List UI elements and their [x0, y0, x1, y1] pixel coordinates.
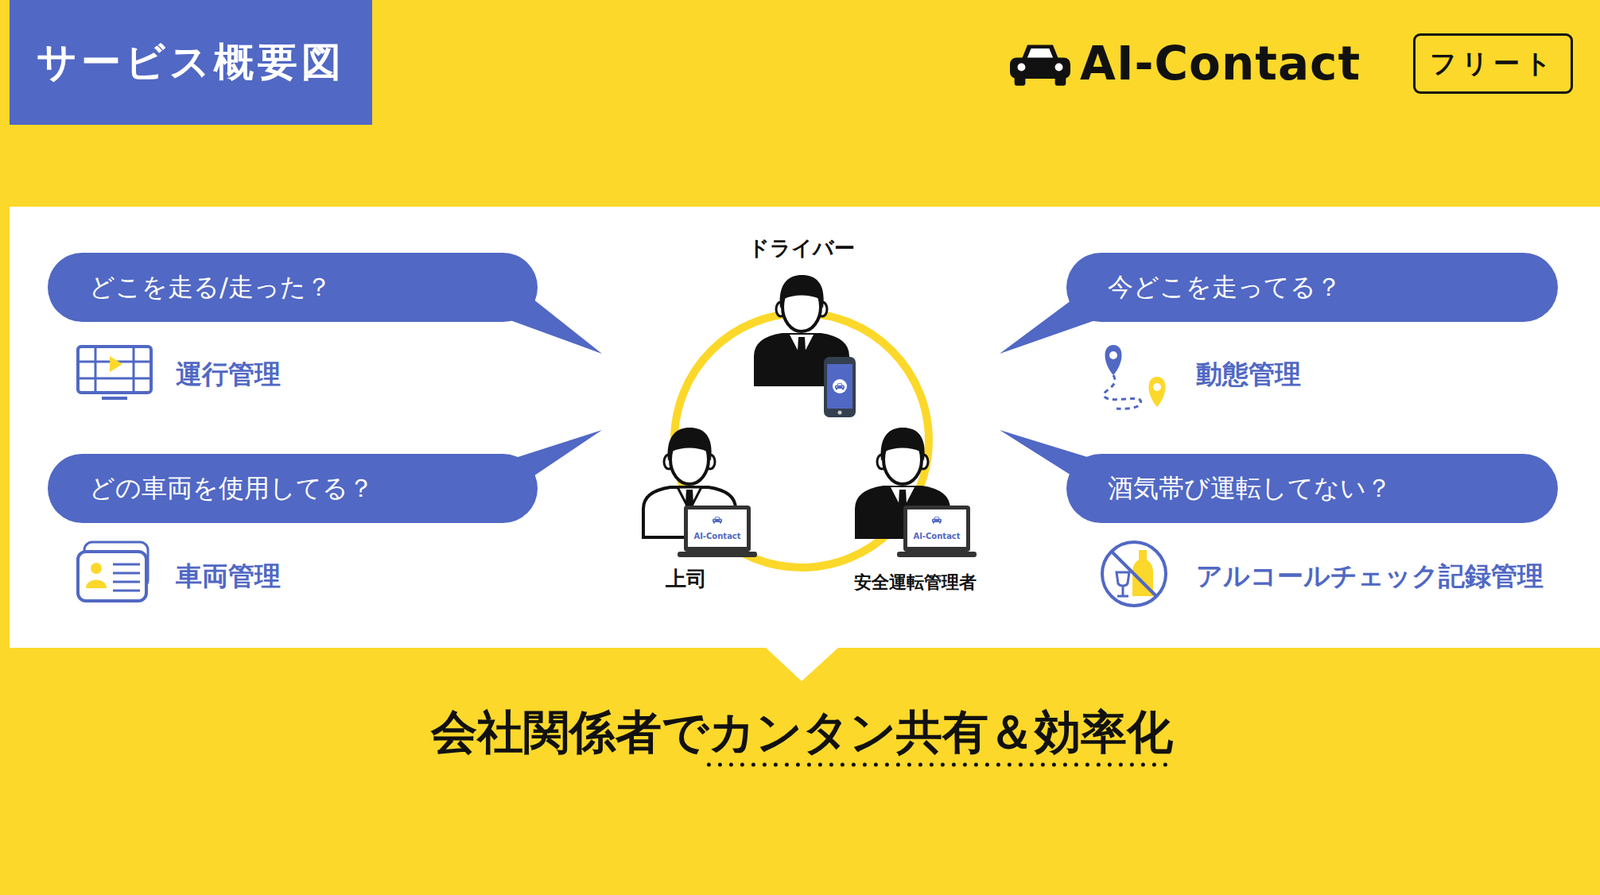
car-wheel [713, 521, 715, 524]
feature-name: 運行管理 [175, 358, 281, 391]
car-light [842, 386, 844, 389]
node-text: フリート [1429, 46, 1557, 82]
plan-badge: フリート [1413, 33, 1573, 94]
laptop-lid [683, 505, 751, 552]
pin-hole [1109, 351, 1118, 360]
monitor-stand [101, 396, 128, 400]
map-grid [94, 348, 98, 392]
car-wheel [835, 388, 838, 390]
hair [881, 427, 925, 462]
question-bubble: 酒気帯び運転してない？ [1066, 454, 1558, 524]
vehicle-icon [77, 542, 148, 602]
position-arrow [109, 356, 123, 373]
question-bubble: どの車両を使用してる？ [47, 454, 538, 524]
hair [667, 427, 712, 462]
phone [823, 357, 856, 418]
node-text: 酒気帯び運転してない？ [1107, 471, 1392, 507]
laptop-screen [907, 509, 967, 548]
car-icon [1009, 44, 1071, 86]
car-light [1055, 63, 1064, 72]
car-wheel [719, 521, 722, 524]
dotted-underline [708, 763, 1169, 768]
white-band [9, 206, 1600, 649]
laptop [897, 505, 977, 558]
laptop-base [677, 551, 758, 558]
screen-logo: AI-Contact [912, 532, 960, 542]
feature-name: 車両管理 [175, 560, 281, 593]
operation-icon [77, 346, 152, 399]
car-light [714, 520, 716, 522]
car-wheel [1055, 73, 1067, 86]
phone-screen [827, 364, 853, 409]
screen-logo: AI-Contact [693, 532, 741, 542]
question-bubble: どこを走る/走った？ [47, 252, 538, 323]
car-light [939, 520, 941, 522]
card-line [112, 563, 140, 567]
laptop-lid [903, 505, 971, 552]
card-line [112, 581, 140, 584]
phone-button [838, 411, 843, 416]
role-name: ドライバー [748, 236, 855, 261]
caption: 会社関係者でカンタン共有＆効率化 [431, 704, 1173, 761]
car-window [837, 384, 842, 386]
title: サービス概要図 [36, 35, 346, 90]
pin-body [1105, 345, 1123, 376]
card [77, 551, 147, 602]
map-grid [79, 377, 150, 381]
card-line [112, 590, 140, 593]
laptop-base [897, 551, 977, 558]
monitor [77, 346, 152, 393]
role-name: 上司 [665, 566, 707, 592]
prohibition-slash [1111, 551, 1157, 597]
person-figure [856, 427, 949, 538]
car-window [1026, 48, 1053, 59]
car-icon [834, 383, 845, 390]
laptop-screen [687, 509, 747, 548]
card-line [112, 572, 140, 575]
pin-hole [1153, 383, 1162, 392]
map-grid [132, 348, 136, 392]
car-window [934, 517, 939, 520]
node-text: どの車両を使用してる？ [89, 471, 374, 507]
pin-body [1149, 376, 1166, 408]
car-wheel [842, 388, 844, 390]
car-icon [932, 516, 942, 524]
band-notch [765, 647, 839, 682]
node-text: 今どこを走ってる？ [1107, 270, 1342, 306]
tie [796, 337, 807, 371]
map-pin [1149, 376, 1166, 408]
map-pin [1105, 345, 1123, 376]
tracking-icon [1103, 345, 1166, 409]
feature-name: アルコールチェック記録管理 [1196, 560, 1544, 593]
feature-name: 動態管理 [1196, 358, 1301, 391]
car-light [933, 520, 936, 522]
car-wheel [932, 521, 935, 524]
car-light [719, 520, 722, 522]
card-body [85, 580, 107, 590]
node-text: どこを走る/走った？ [89, 270, 332, 306]
role-name: 安全運転管理者 [854, 572, 977, 594]
car-light [1017, 63, 1026, 72]
alcohol-icon [1102, 542, 1166, 606]
prohibition-circle [1102, 542, 1166, 606]
hair [780, 275, 824, 309]
glass [1116, 572, 1130, 597]
car-wheel [939, 521, 941, 524]
car-window [714, 517, 719, 520]
phone-app [832, 379, 847, 394]
card-back [84, 542, 148, 589]
car-wheel [1014, 73, 1026, 86]
car-icon [712, 516, 723, 524]
route [1103, 375, 1142, 409]
title-box: サービス概要図 [9, 0, 373, 125]
brand-logo: AI-Contact [1079, 36, 1361, 93]
card-head [90, 563, 102, 575]
car-light [836, 386, 839, 389]
laptop [677, 505, 758, 558]
question-bubble: 今どこを走ってる？ [1066, 252, 1558, 323]
